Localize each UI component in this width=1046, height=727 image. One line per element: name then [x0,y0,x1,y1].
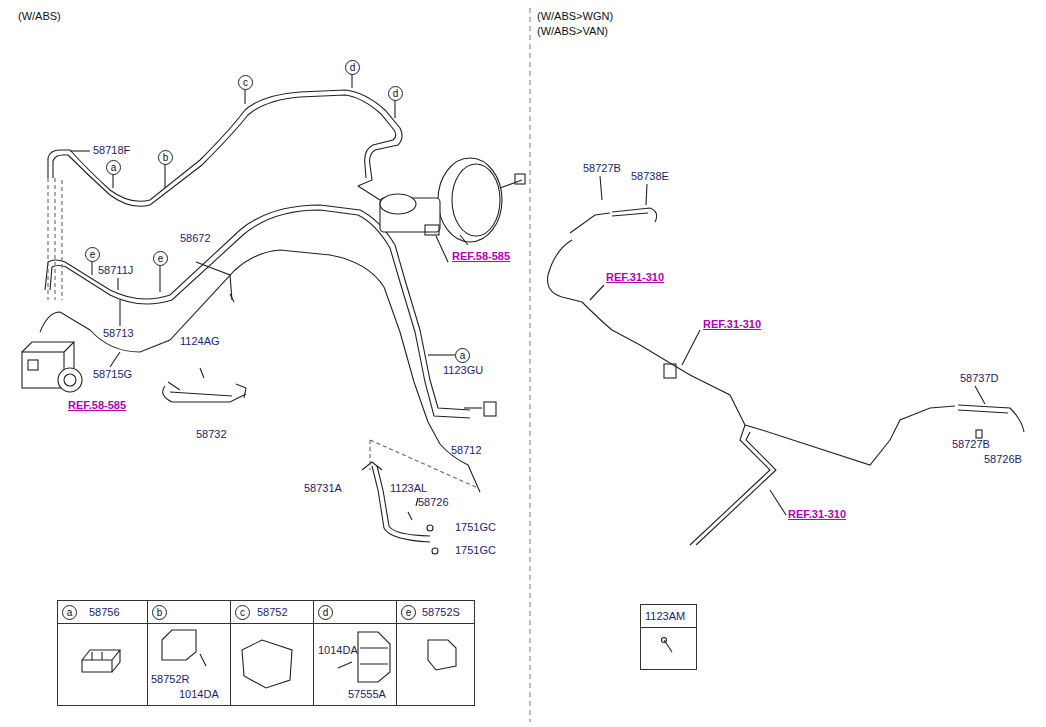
reference-label: REF.31-310 [606,271,664,284]
callout-letter: c [240,607,245,618]
part-number: 1751GC [455,521,496,534]
part-number: 1123AL [390,482,427,495]
part-number: 58752R [151,673,190,686]
callout-circle: d [388,86,403,101]
part-number: 58727B [952,438,990,451]
callout-circle: e [153,251,168,266]
table-cell: 58752S e [396,600,475,706]
part-number: 1014DA [318,644,358,657]
reference-label: REF.31-310 [788,508,846,521]
header-rule [397,623,474,624]
part-number: 58737D [960,372,999,385]
part-number: 1751GC [455,544,496,557]
callout-letter: d [323,607,329,618]
part-number: 58713 [103,327,134,340]
callout-letter: e [406,607,412,618]
part-number: 58672 [180,232,211,245]
reference-label: REF.58-585 [68,399,126,412]
part-number: 58727B [583,162,621,175]
part-number: 58756 [89,606,120,619]
part-number: 58726B [984,453,1022,466]
callout-circle: d [318,605,333,620]
callout-circle: a [455,348,470,363]
part-number: 58731A [304,482,342,495]
part-number: 58711J [98,264,133,277]
callout-letter: d [393,88,399,99]
callout-letter: b [157,607,163,618]
table-cell: 58752 c [230,600,314,706]
callout-circle: c [238,75,253,90]
callout-letter: a [111,162,117,173]
header-rule [148,623,230,624]
part-number: 1123GU [443,364,483,377]
part-number: 58715G [93,368,132,381]
callout-circle: e [401,605,416,620]
part-number: 1124AG [180,335,220,348]
reference-label: REF.31-310 [703,318,761,331]
part-number: 58752S [422,606,460,619]
part-number: 1014DA [179,688,219,701]
part-number: 57555A [348,688,386,701]
part-number: 58712 [451,444,482,457]
part-number: (W/ABS) [18,10,61,23]
header-rule [314,623,396,624]
callout-circle: b [158,150,173,165]
part-number: 58718F [93,144,130,157]
table-cell: 1014DA 57555A d [313,600,397,706]
header-rule [58,623,147,624]
callout-letter: e [158,253,164,264]
part-number: 58752 [257,606,288,619]
callout-circle: a [106,160,121,175]
part-number: 58732 [196,428,227,441]
callout-letter: a [460,350,466,361]
callout-letter: b [163,152,169,163]
callout-circle: c [235,605,250,620]
header-rule [231,623,313,624]
callout-letter: d [350,62,356,73]
callout-circle: b [152,605,167,620]
callout-letter: e [90,249,96,260]
table-cell: 58756 a [57,600,148,706]
part-number: 1123AM [645,610,685,623]
reference-label: REF.58-585 [452,250,510,263]
header-rule [641,627,696,628]
table-cell: 58752R 1014DA b [147,600,231,706]
callout-circle: d [345,60,360,75]
callout-circle: e [85,247,100,262]
part-number: (W/ABS>VAN) [537,25,608,38]
callout-circle: a [62,605,77,620]
part-number: 58726 [418,496,449,509]
callout-letter: c [243,77,248,88]
part-number: (W/ABS>WGN) [537,10,613,23]
table-cell: 1123AM [640,604,697,670]
callout-letter: a [67,607,73,618]
part-number: 58738E [631,170,669,183]
